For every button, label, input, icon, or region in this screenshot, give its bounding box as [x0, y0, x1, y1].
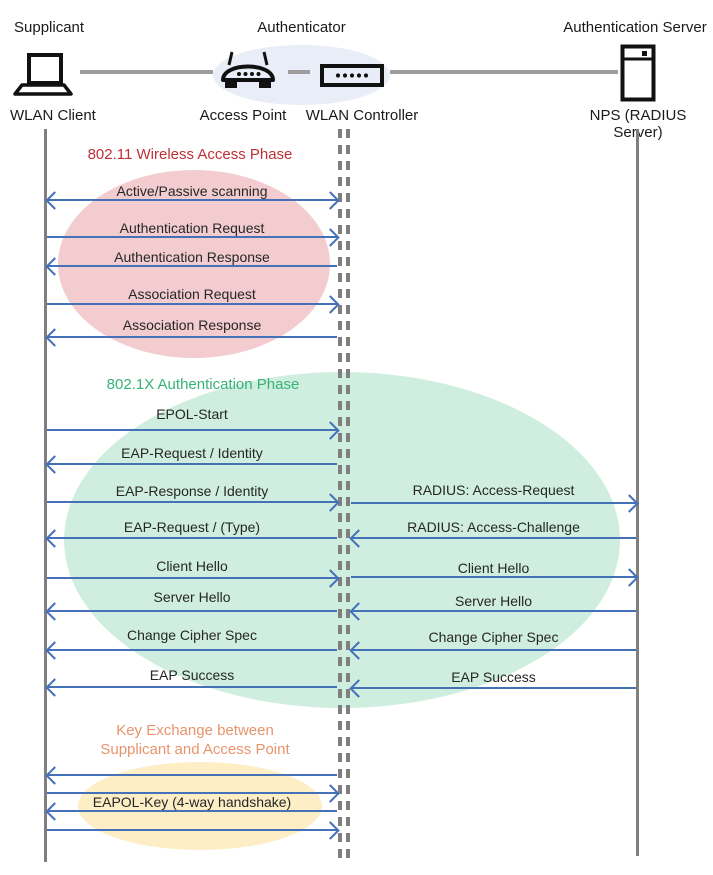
phase2-title: 802.1X Authentication Phase	[106, 376, 300, 393]
message-label: Association Response	[122, 317, 262, 333]
message-label: RADIUS: Access-Request	[412, 482, 575, 498]
lifeline-authenticator-left	[338, 129, 342, 860]
connector-line-controller-server	[390, 70, 618, 74]
message-label: Active/Passive scanning	[116, 183, 268, 199]
connector-line-ap-controller	[288, 70, 310, 74]
device-label-wlan-controller: WLAN Controller	[305, 107, 419, 124]
message-arrow	[47, 428, 337, 432]
phase1-title: 802.11 Wireless Access Phase	[87, 146, 293, 163]
lifeline-radius-server	[636, 129, 639, 856]
arrowhead-left-icon	[45, 641, 64, 660]
message-arrow	[47, 198, 337, 202]
role-label-authentication-server: Authentication Server	[563, 19, 707, 36]
message-label: EPOL-Start	[156, 406, 228, 422]
message-label: EAP Success	[149, 667, 235, 683]
arrowhead-right-icon	[321, 821, 340, 840]
message-arrow	[351, 686, 636, 690]
server-icon	[620, 44, 656, 102]
message-arrow	[47, 685, 337, 689]
message-label: Change Cipher Spec	[127, 627, 257, 643]
message-label: EAP-Request / (Type)	[123, 519, 261, 535]
phase3-title: Key Exchange between Supplicant and Acce…	[45, 721, 345, 759]
message-arrow	[47, 791, 337, 795]
message-arrow	[351, 536, 636, 540]
phase1-highlight-ellipse	[58, 170, 330, 358]
device-label-wlan-client: WLAN Client	[10, 107, 96, 124]
message-arrow	[47, 648, 337, 652]
message-arrow	[47, 536, 337, 540]
message-label: Change Cipher Spec	[428, 629, 559, 645]
message-arrow	[47, 576, 337, 580]
role-label-authenticator: Authenticator	[257, 19, 346, 36]
message-arrow	[351, 648, 636, 652]
message-label: Server Hello	[153, 589, 231, 605]
message-arrow	[351, 501, 636, 505]
lifeline-wlan-client	[44, 129, 47, 862]
message-arrow	[47, 335, 337, 339]
device-label-access-point: Access Point	[199, 107, 287, 124]
message-label: RADIUS: Access-Challenge	[407, 519, 580, 535]
message-label: EAP-Request / Identity	[121, 445, 263, 461]
lifeline-authenticator-right	[346, 129, 350, 860]
message-arrow	[47, 828, 337, 832]
message-label: Authentication Response	[114, 249, 270, 265]
message-arrow	[47, 500, 337, 504]
phase3-highlight-ellipse	[78, 762, 322, 850]
phase3-title-line2: Supplicant and Access Point	[100, 741, 290, 758]
message-label: Client Hello	[457, 560, 530, 576]
message-arrow	[351, 609, 636, 613]
wlan-controller-icon	[320, 64, 384, 88]
message-label: Server Hello	[454, 593, 533, 609]
message-arrow	[47, 264, 337, 268]
phase2-highlight-ellipse	[64, 372, 620, 708]
message-label: Authentication Request	[119, 220, 265, 236]
message-label: Association Request	[128, 286, 256, 302]
message-arrow	[47, 462, 337, 466]
arrowhead-left-icon	[45, 602, 64, 621]
message-arrow	[47, 773, 337, 777]
role-label-supplicant: Supplicant	[14, 19, 85, 36]
message-arrow	[47, 302, 337, 306]
message-label: EAP Success	[451, 669, 536, 685]
message-label: EAPOL-Key (4-way handshake)	[92, 794, 292, 810]
message-arrow	[47, 235, 337, 239]
connector-line-client-ap	[80, 70, 213, 74]
message-arrow	[351, 575, 636, 579]
arrowhead-left-icon	[45, 766, 64, 785]
message-arrow	[47, 609, 337, 613]
laptop-icon	[13, 53, 73, 97]
message-label: EAP-Response / Identity	[115, 483, 269, 499]
phase3-title-line1: Key Exchange between	[116, 722, 274, 739]
message-arrow	[47, 809, 337, 813]
access-point-icon	[217, 50, 279, 92]
message-label: Client Hello	[156, 558, 228, 574]
